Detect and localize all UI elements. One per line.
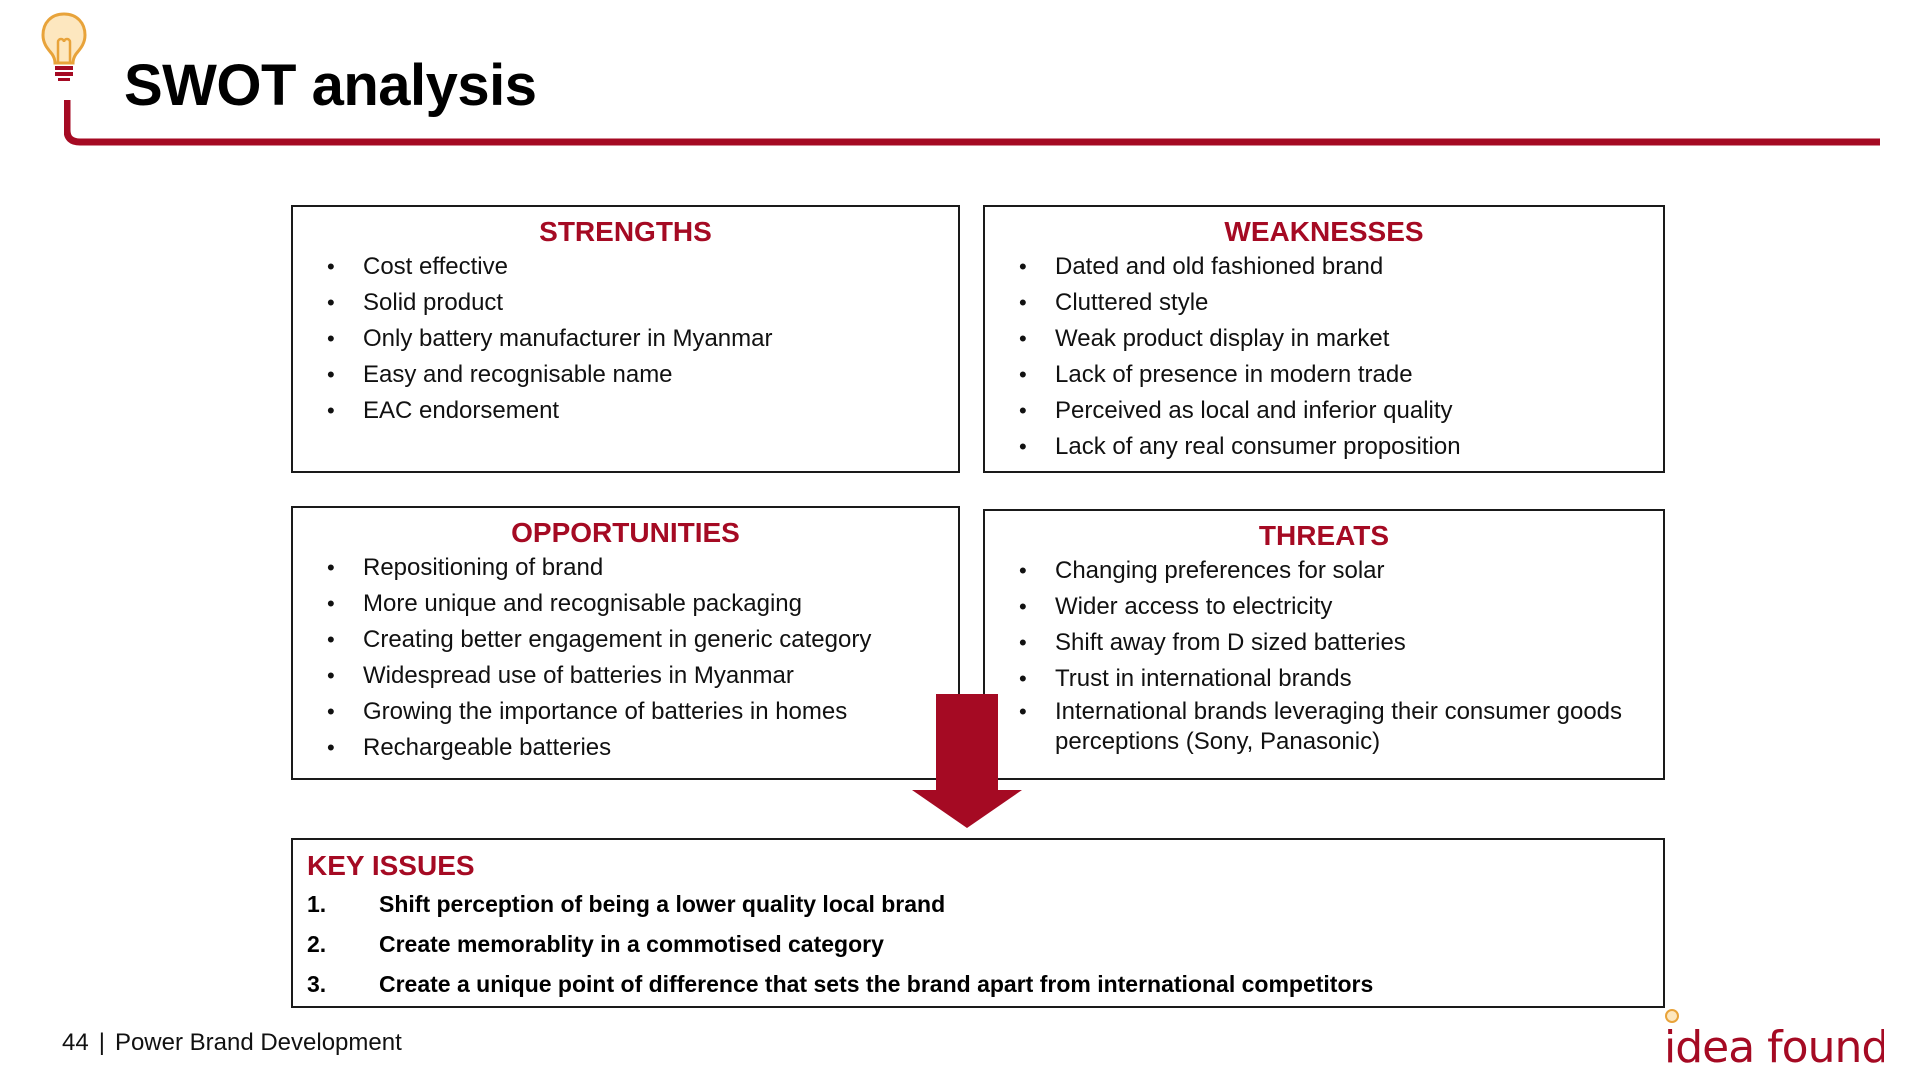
list-item: EAC endorsement: [293, 393, 958, 429]
weaknesses-heading: WEAKNESSES: [1224, 216, 1424, 247]
list-item: Solid product: [293, 285, 958, 321]
list-item: Wider access to electricity: [985, 589, 1663, 625]
footer: 44 | Power Brand Development: [62, 1029, 402, 1057]
key-issue-number: 2.: [307, 931, 327, 957]
weaknesses-box: WEAKNESSES Dated and old fashioned brand…: [983, 205, 1665, 473]
list-item: Only battery manufacturer in Myanmar: [293, 321, 958, 357]
key-issue-number: 3.: [307, 971, 327, 997]
list-item: Rechargeable batteries: [293, 730, 958, 766]
key-issue-text: Create a unique point of difference that…: [379, 971, 1374, 997]
key-issue-text: Create memorablity in a commotised categ…: [379, 931, 884, 957]
footer-label: Power Brand Development: [114, 1029, 402, 1056]
list-item: Changing preferences for solar: [985, 553, 1663, 589]
opportunities-box: OPPORTUNITIES Repositioning of brand Mor…: [291, 506, 960, 780]
page-title: SWOT analysis: [124, 53, 537, 118]
list-item: Cost effective: [293, 249, 958, 285]
key-issue-number: 1.: [307, 891, 327, 917]
list-item: International brands leveraging their co…: [985, 697, 1663, 757]
title-underline: [64, 100, 1880, 146]
strengths-list: Cost effective Solid product Only batter…: [293, 249, 958, 429]
idea-foundry-logo: idea foundry: [1664, 1009, 1884, 1073]
logo-wordmark: idea foundry: [1664, 1022, 1884, 1073]
threats-list: Changing preferences for solar Wider acc…: [985, 553, 1663, 757]
list-item: Widespread use of batteries in Myanmar: [293, 658, 958, 694]
page-number: 44: [62, 1029, 89, 1056]
list-item: More unique and recognisable packaging: [293, 586, 958, 622]
list-item: Lack of any real consumer proposition: [985, 429, 1663, 465]
list-item: Trust in international brands: [985, 661, 1663, 697]
list-item: Repositioning of brand: [293, 550, 958, 586]
key-issue-item: 2. Create memorablity in a commotised ca…: [307, 924, 1649, 964]
opportunities-list: Repositioning of brand More unique and r…: [293, 550, 958, 766]
key-issue-item: 3. Create a unique point of difference t…: [307, 964, 1649, 1004]
opportunities-heading: OPPORTUNITIES: [511, 517, 740, 548]
key-issues-box: KEY ISSUES 1. Shift perception of being …: [291, 838, 1665, 1008]
list-item: Easy and recognisable name: [293, 357, 958, 393]
weaknesses-list: Dated and old fashioned brand Cluttered …: [985, 249, 1663, 465]
down-arrow-icon: [912, 694, 1022, 828]
footer-separator: |: [98, 1029, 105, 1056]
list-item: Weak product display in market: [985, 321, 1663, 357]
list-item: Shift away from D sized batteries: [985, 625, 1663, 661]
key-issue-item: 1. Shift perception of being a lower qua…: [307, 884, 1649, 924]
list-item: Cluttered style: [985, 285, 1663, 321]
threats-box: THREATS Changing preferences for solar W…: [983, 509, 1665, 780]
list-item: Dated and old fashioned brand: [985, 249, 1663, 285]
list-item: Perceived as local and inferior quality: [985, 393, 1663, 429]
list-item: Growing the importance of batteries in h…: [293, 694, 958, 730]
strengths-heading: STRENGTHS: [539, 216, 712, 247]
list-item: Lack of presence in modern trade: [985, 357, 1663, 393]
key-issues-list: 1. Shift perception of being a lower qua…: [307, 884, 1649, 1004]
list-item: Creating better engagement in generic ca…: [293, 622, 958, 658]
threats-heading: THREATS: [1258, 520, 1390, 551]
lightbulb-logo-icon: [41, 12, 87, 81]
strengths-box: STRENGTHS Cost effective Solid product O…: [291, 205, 960, 473]
key-issues-heading: KEY ISSUES: [307, 850, 475, 881]
key-issue-text: Shift perception of being a lower qualit…: [379, 891, 946, 917]
